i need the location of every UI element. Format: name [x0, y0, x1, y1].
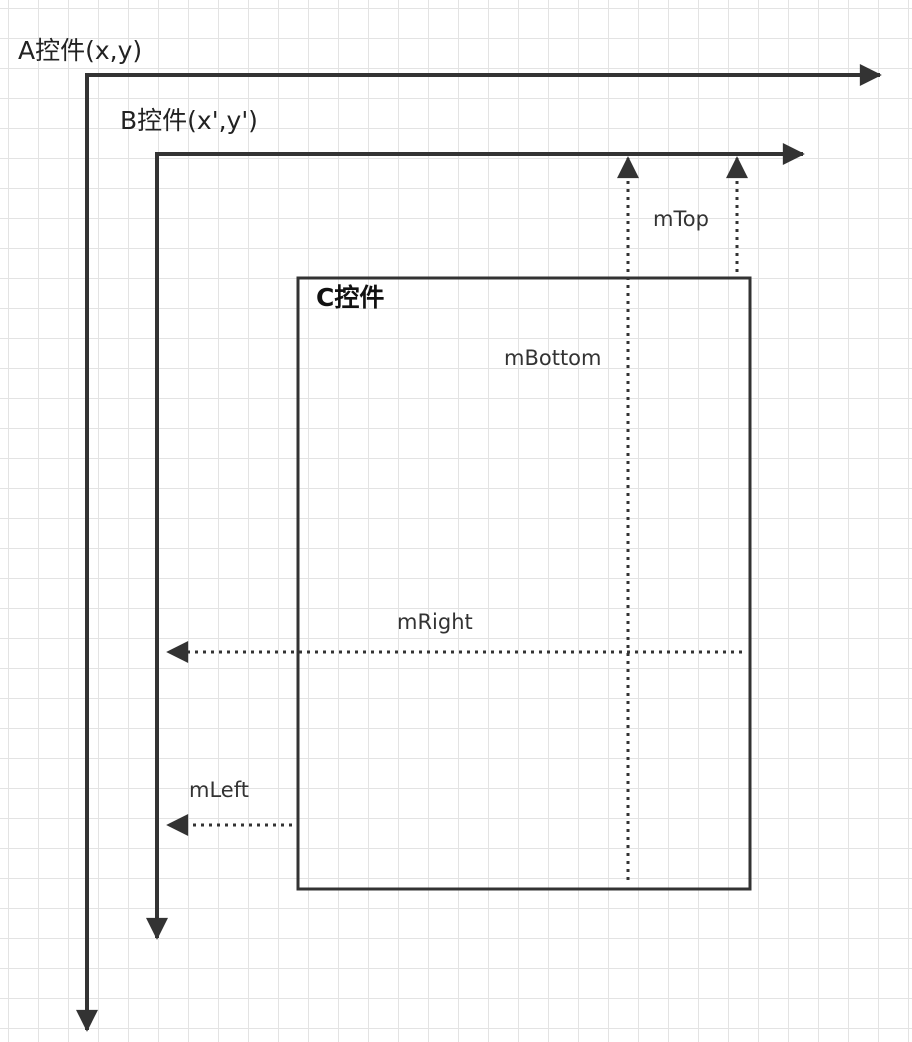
c-control-label: C控件	[316, 283, 385, 312]
b-control-label: B控件(x',y')	[120, 106, 258, 135]
a-control-label: A控件(x,y)	[18, 36, 143, 65]
m-bottom-label: mBottom	[504, 346, 602, 370]
m-right-label: mRight	[397, 610, 473, 634]
b-axes	[146, 143, 805, 940]
a-axes	[76, 64, 882, 1032]
c-control-box	[296, 276, 752, 891]
m-top-label: mTop	[653, 207, 709, 231]
m-left-label: mLeft	[189, 778, 249, 802]
